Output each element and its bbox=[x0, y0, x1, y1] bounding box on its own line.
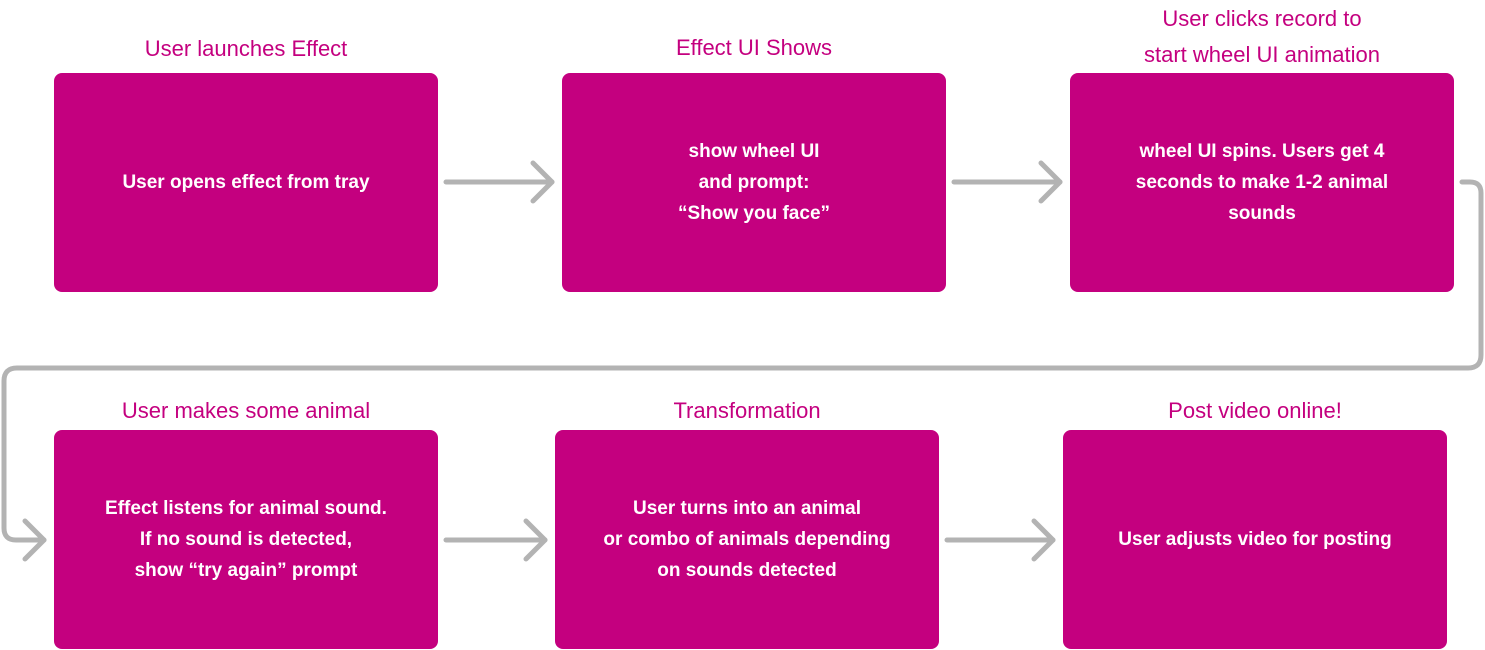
arrow-step4-to-step5 bbox=[443, 518, 548, 562]
step-1-box: User opens effect from tray bbox=[54, 73, 438, 292]
step-1-text: User opens effect from tray bbox=[122, 172, 370, 193]
step-6-text: User adjusts video for posting bbox=[1118, 529, 1392, 550]
step-3-box: wheel UI spins. Users get 4 seconds to m… bbox=[1070, 73, 1454, 292]
arrow-step1-to-step2 bbox=[443, 160, 555, 204]
arrow-step3-to-step4 bbox=[1, 179, 1484, 562]
step-5-box: User turns into an animal or combo of an… bbox=[555, 430, 939, 649]
step-2-box: show wheel UI and prompt: “Show you face… bbox=[562, 73, 946, 292]
step-3-title: User clicks record to start wheel UI ani… bbox=[1144, 6, 1380, 67]
step-5-title: Transformation bbox=[673, 398, 821, 423]
step-4-box: Effect listens for animal sound. If no s… bbox=[54, 430, 438, 649]
step-1-title: User launches Effect bbox=[144, 36, 348, 61]
step-6-box: User adjusts video for posting bbox=[1063, 430, 1447, 649]
step-4-title: User makes some animal bbox=[121, 398, 371, 423]
arrow-step5-to-step6 bbox=[944, 518, 1056, 562]
step-6-title: Post video online! bbox=[1168, 398, 1342, 423]
step-3-text: wheel UI spins. Users get 4 seconds to m… bbox=[1135, 141, 1389, 224]
step-2-title: Effect UI Shows bbox=[675, 35, 833, 60]
arrow-step2-to-step3 bbox=[951, 160, 1063, 204]
step-5-text: User turns into an animal or combo of an… bbox=[603, 498, 891, 581]
step-4-text: Effect listens for animal sound. If no s… bbox=[105, 498, 387, 581]
step-2-text: show wheel UI and prompt: “Show you face… bbox=[677, 141, 831, 224]
